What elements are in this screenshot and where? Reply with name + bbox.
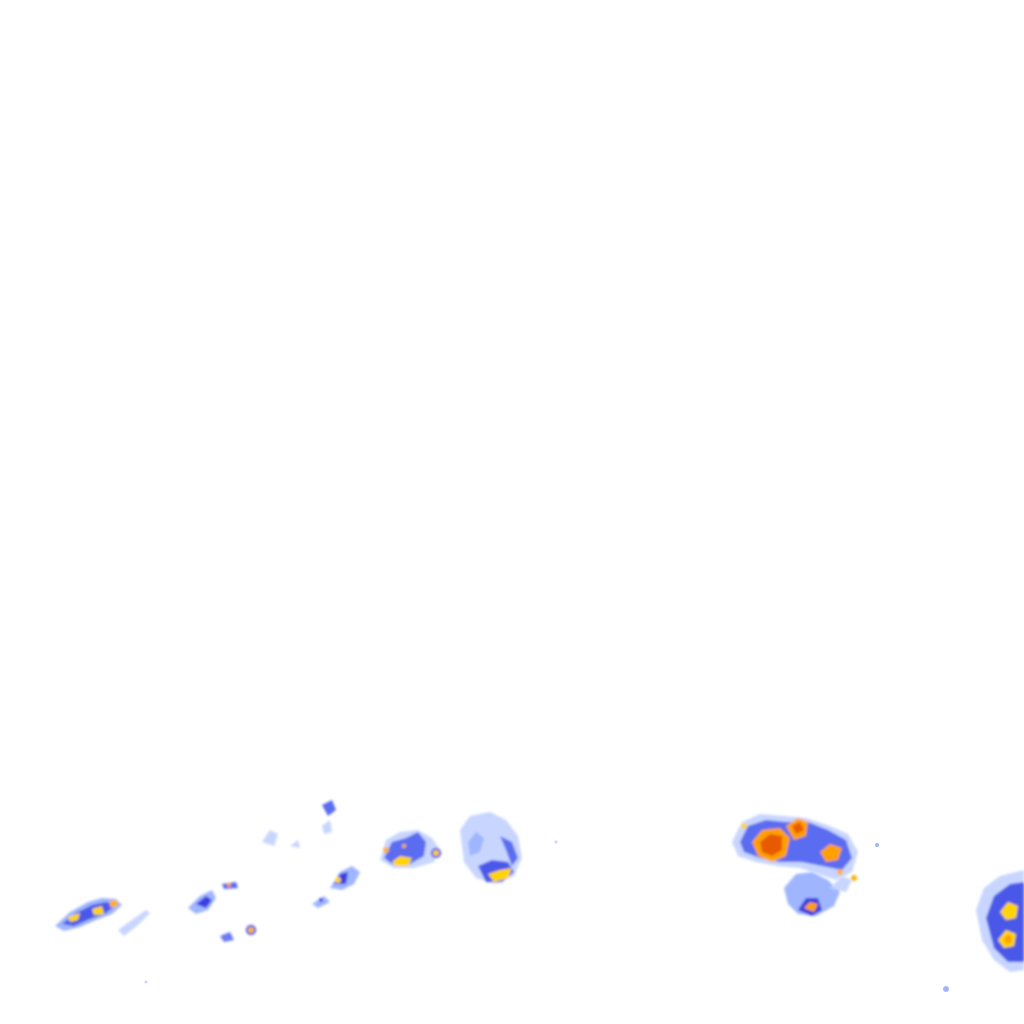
precip-cell xyxy=(784,872,852,916)
precip-cell xyxy=(188,882,256,942)
precip-cell xyxy=(460,812,522,884)
precip-cell xyxy=(732,814,858,881)
precip-cell xyxy=(976,870,1024,972)
precip-cell xyxy=(380,830,441,868)
precip-cell xyxy=(312,866,360,908)
precip-cell xyxy=(55,898,150,936)
precip-speck xyxy=(144,840,949,992)
precip-cell xyxy=(262,800,336,848)
